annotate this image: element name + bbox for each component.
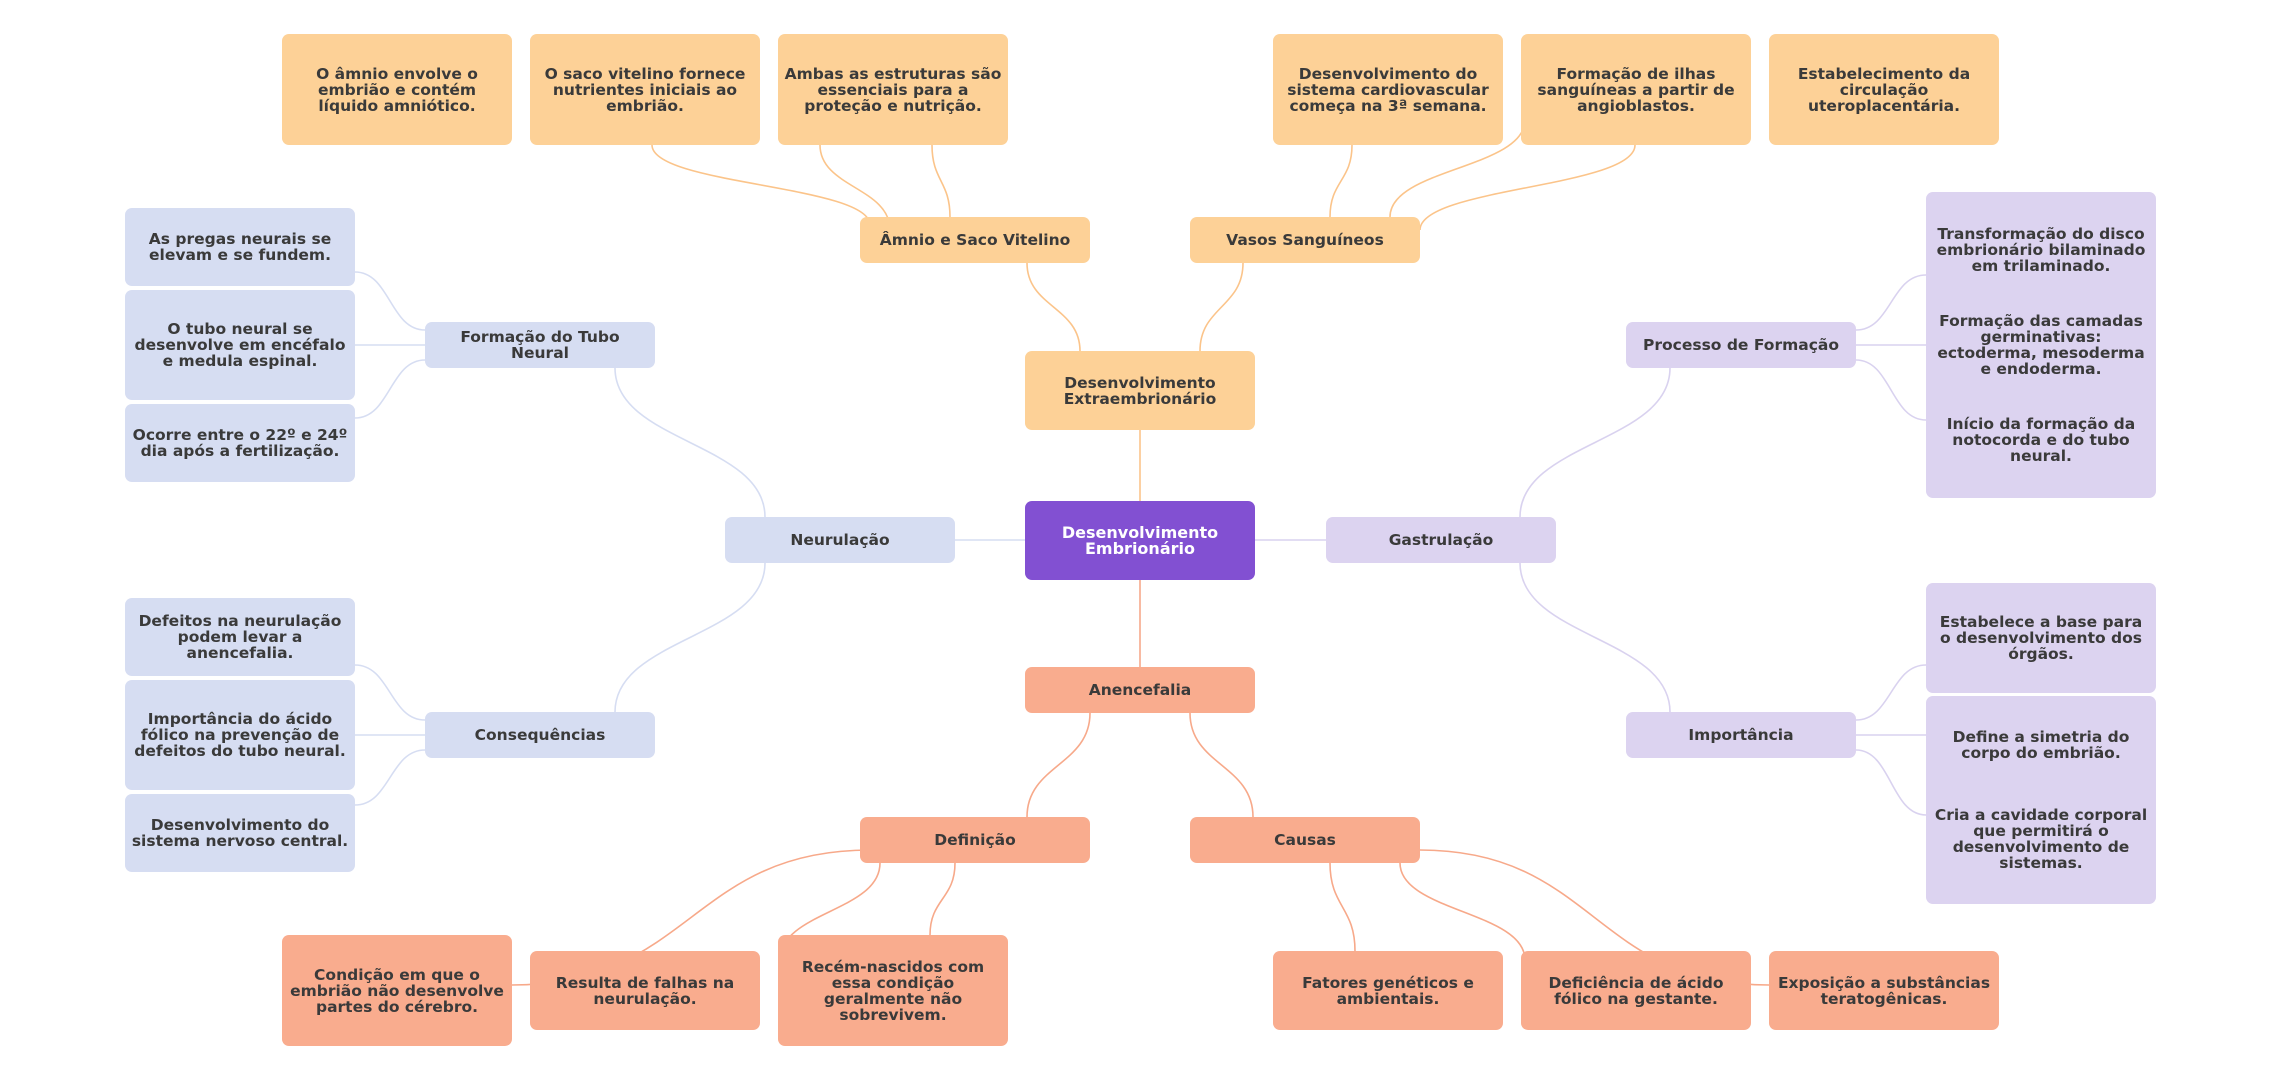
tubo-label: Formação do Tubo Neural <box>460 328 620 362</box>
amnio-leaf-1-label: O âmnio envolve o embrião e contém líqui… <box>316 64 478 115</box>
definicao-leaf-3[interactable]: Recém-nascidos com essa condição geralme… <box>778 935 1008 1046</box>
definicao-leaf-1-label: Condição em que o embrião não desenvolve… <box>290 965 504 1016</box>
extraembrionario-node[interactable]: Desenvolvimento Extraembrionário <box>1025 351 1255 430</box>
causas-leaf-2[interactable]: Deficiência de ácido fólico na gestante. <box>1521 951 1751 1030</box>
definicao-node[interactable]: Definição <box>860 817 1090 863</box>
processo-leaf-2[interactable]: Formação das camadas germinativas: ectod… <box>1937 311 2145 378</box>
definicao-leaf-1[interactable]: Condição em que o embrião não desenvolve… <box>282 935 512 1046</box>
amnio-leaf-1[interactable]: O âmnio envolve o embrião e contém líqui… <box>282 34 512 145</box>
connector-line <box>354 271 426 331</box>
connector-line <box>1399 862 1526 961</box>
vasos-leaf-2-label: Formação de ilhas sanguíneas a partir de… <box>1537 64 1735 115</box>
processo-leaves: Transformação do disco embrionário bilam… <box>1926 192 2156 498</box>
connector-line <box>1855 359 1927 421</box>
tubo-leaf-1-label: As pregas neurais se elevam e se fundem. <box>148 230 332 264</box>
amnio-leaf-3[interactable]: Ambas as estruturas são essenciais para … <box>778 34 1008 145</box>
consequencias-leaf-2-label: Importância do ácido fólico na prevenção… <box>134 710 346 760</box>
tubo-leaf-2-label: O tubo neural se desenvolve em encéfalo … <box>134 320 346 370</box>
vasos-leaf-3-label: Estabelecimento da circulação uteroplace… <box>1797 64 1971 115</box>
causas-label: Causas <box>1274 831 1336 849</box>
connector-line <box>354 664 426 721</box>
tubo-leaf-3-label: Ocorre entre o 22º e 24º dia após a fert… <box>132 426 348 460</box>
definicao-leaf-3-label: Recém-nascidos com essa condição geralme… <box>801 957 985 1024</box>
importancia-leaves: Define a simetria do corpo do embrião. C… <box>1926 696 2156 904</box>
neurulacao-node[interactable]: Neurulação <box>725 517 955 563</box>
connector-line <box>1389 119 1526 218</box>
importancia-node[interactable]: Importância <box>1626 712 1856 758</box>
connector-line <box>931 144 951 218</box>
connector-line <box>929 862 956 936</box>
connector-line <box>1855 749 1927 816</box>
connector-line <box>651 144 871 226</box>
connector-line <box>1026 712 1091 818</box>
importancia-leaf-1-label: Estabelece a base para o desenvolvimento… <box>1939 613 2143 663</box>
connector-line <box>1519 562 1671 713</box>
tubo-leaf-3[interactable]: Ocorre entre o 22º e 24º dia após a fert… <box>125 404 355 482</box>
connector-line <box>1199 262 1244 352</box>
importancia-leaf-2[interactable]: Define a simetria do corpo do embrião. <box>1952 728 2130 762</box>
consequencias-label: Consequências <box>474 726 606 744</box>
importancia-leaf-1[interactable]: Estabelece a base para o desenvolvimento… <box>1926 583 2156 693</box>
gastrulacao-label: Gastrulação <box>1388 531 1494 549</box>
connector-line <box>1419 144 1636 231</box>
vasos-leaf-1[interactable]: Desenvolvimento do sistema cardiovascula… <box>1273 34 1503 145</box>
anencefalia-label: Anencefalia <box>1088 681 1192 699</box>
definicao-label: Definição <box>934 831 1016 849</box>
amnio-node[interactable]: Âmnio e Saco Vitelino <box>860 217 1090 263</box>
connector-line <box>614 562 766 713</box>
gastrulacao-node[interactable]: Gastrulação <box>1326 517 1556 563</box>
vasos-leaf-3[interactable]: Estabelecimento da circulação uteroplace… <box>1769 34 1999 145</box>
tubo-leaf-1[interactable]: As pregas neurais se elevam e se fundem. <box>125 208 355 286</box>
causas-leaf-1[interactable]: Fatores genéticos e ambientais. <box>1273 951 1503 1030</box>
root-node[interactable]: Desenvolvimento Embrionário <box>1025 501 1255 580</box>
causas-leaf-1-label: Fatores genéticos e ambientais. <box>1302 973 1474 1008</box>
consequencias-node[interactable]: Consequências <box>425 712 655 758</box>
amnio-leaf-2[interactable]: O saco vitelino fornece nutrientes inici… <box>530 34 760 145</box>
connector-line <box>1519 367 1671 518</box>
causas-leaf-2-label: Deficiência de ácido fólico na gestante. <box>1548 973 1724 1008</box>
importancia-label: Importância <box>1688 726 1794 744</box>
causas-node[interactable]: Causas <box>1190 817 1420 863</box>
consequencias-leaf-3-label: Desenvolvimento do sistema nervoso centr… <box>131 816 349 850</box>
processo-leaf-3[interactable]: Início da formação da notocorda e do tub… <box>1946 415 2136 466</box>
definicao-leaf-2[interactable]: Resulta de falhas na neurulação. <box>530 951 760 1030</box>
connector-line <box>1189 712 1254 818</box>
root-node-label: Desenvolvimento Embrionário <box>1061 522 1219 558</box>
connector-line <box>1329 862 1356 952</box>
connector-line <box>614 367 766 518</box>
consequencias-leaf-1-label: Defeitos na neurulação podem levar a ane… <box>138 612 342 662</box>
consequencias-leaf-2[interactable]: Importância do ácido fólico na prevenção… <box>125 680 355 790</box>
anencefalia-node[interactable]: Anencefalia <box>1025 667 1255 713</box>
amnio-leaf-3-label: Ambas as estruturas são essenciais para … <box>784 64 1002 115</box>
processo-node[interactable]: Processo de Formação <box>1626 322 1856 368</box>
tubo-node[interactable]: Formação do Tubo Neural <box>425 322 655 368</box>
importancia-leaf-3[interactable]: Cria a cavidade corporal que permitirá o… <box>1934 806 2148 872</box>
amnio-label: Âmnio e Saco Vitelino <box>879 231 1071 249</box>
processo-label: Processo de Formação <box>1642 336 1839 354</box>
tubo-leaf-2[interactable]: O tubo neural se desenvolve em encéfalo … <box>125 290 355 400</box>
vasos-label: Vasos Sanguíneos <box>1226 231 1384 249</box>
connector-line <box>1855 664 1927 721</box>
amnio-leaf-2-label: O saco vitelino fornece nutrientes inici… <box>544 64 746 115</box>
connector-line <box>1329 144 1353 218</box>
vasos-leaf-2[interactable]: Formação de ilhas sanguíneas a partir de… <box>1521 34 1751 145</box>
connector-line <box>354 749 426 806</box>
consequencias-leaf-3[interactable]: Desenvolvimento do sistema nervoso centr… <box>125 794 355 872</box>
connector-line <box>1855 274 1927 331</box>
connector-line <box>354 359 426 419</box>
vasos-leaf-1-label: Desenvolvimento do sistema cardiovascula… <box>1287 64 1489 115</box>
definicao-leaf-2-label: Resulta de falhas na neurulação. <box>555 973 735 1008</box>
processo-leaf-1[interactable]: Transformação do disco embrionário bilam… <box>1936 224 2146 275</box>
consequencias-leaf-1[interactable]: Defeitos na neurulação podem levar a ane… <box>125 598 355 676</box>
connector-line <box>1026 262 1081 352</box>
vasos-node[interactable]: Vasos Sanguíneos <box>1190 217 1420 263</box>
neurulacao-label: Neurulação <box>790 531 890 549</box>
extraembrionario-label: Desenvolvimento Extraembrionário <box>1063 373 1217 408</box>
causas-leaf-3[interactable]: Exposição a substâncias teratogênicas. <box>1769 951 1999 1030</box>
causas-leaf-3-label: Exposição a substâncias teratogênicas. <box>1777 973 1991 1008</box>
